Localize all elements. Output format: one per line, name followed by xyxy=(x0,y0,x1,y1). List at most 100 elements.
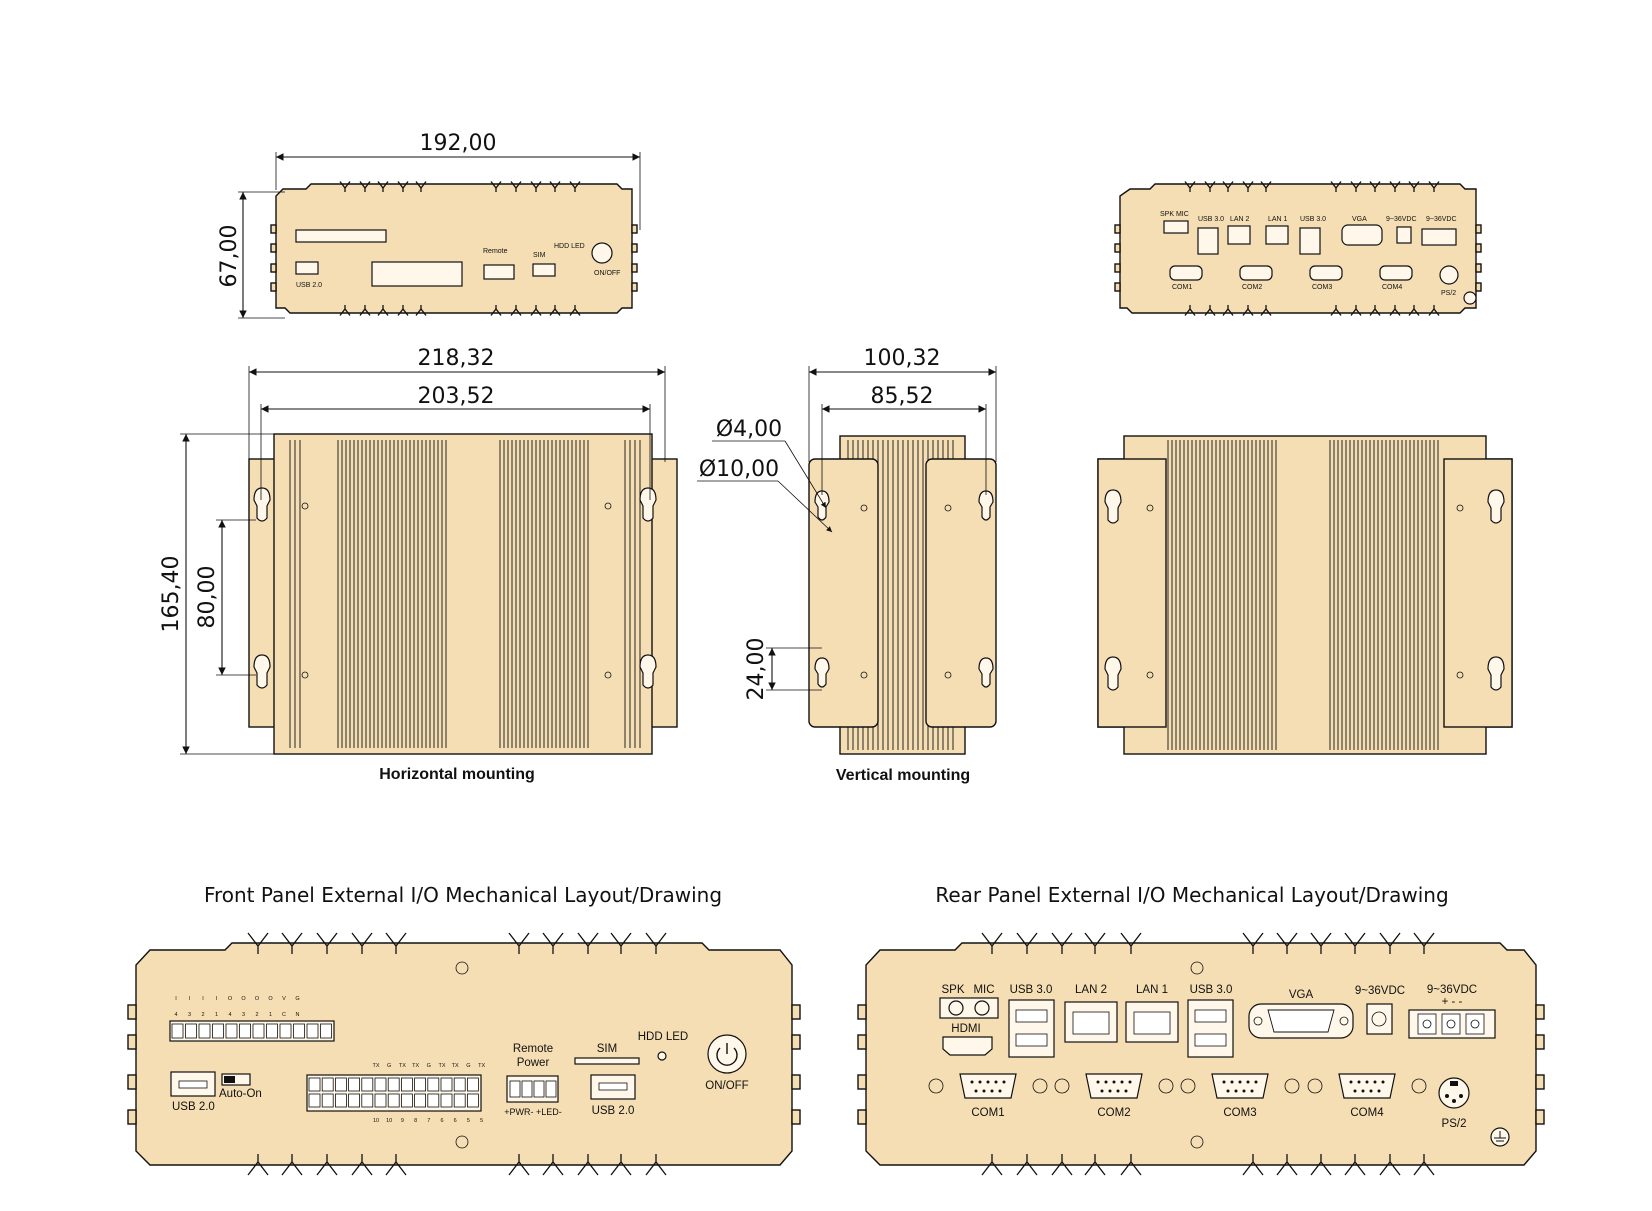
terminal-pin xyxy=(453,1077,466,1092)
heatsink-fin-tab xyxy=(281,932,303,954)
side-tab xyxy=(1475,224,1482,234)
terminal-pin xyxy=(1417,1013,1437,1035)
svg-text:ON/OFF: ON/OFF xyxy=(594,270,620,277)
lan1-label: LAN 1 xyxy=(1136,984,1168,996)
auto-on-switch[interactable] xyxy=(221,1073,251,1086)
svg-text:LAN 2: LAN 2 xyxy=(1230,216,1250,223)
heatsink-fin-tab xyxy=(610,1154,632,1176)
remote-terminal-small xyxy=(483,264,515,280)
heatsink-fin-tab xyxy=(508,1154,530,1176)
terminal-pin xyxy=(334,1077,347,1092)
side-tab xyxy=(857,1034,867,1050)
terminal-pin xyxy=(308,1093,321,1108)
heatsink-fin-tab xyxy=(1084,932,1106,954)
hdmi-port[interactable] xyxy=(942,1036,993,1056)
heatsink-fin-tab xyxy=(1276,1154,1298,1176)
heatsink-fin-tab xyxy=(415,305,427,316)
terminal-pin xyxy=(306,1023,319,1039)
mic-jack[interactable] xyxy=(974,1000,990,1016)
terminal-pin xyxy=(440,1093,453,1108)
heatsink-fin-tab xyxy=(1350,181,1362,192)
com-pin-label: TX xyxy=(412,1063,419,1069)
com1-small xyxy=(1169,265,1203,281)
terminal-pin xyxy=(308,1077,321,1092)
com2-port[interactable] xyxy=(1054,1073,1174,1099)
heatsink-fin-tab xyxy=(981,1154,1003,1176)
dio-pin-number: 3 xyxy=(188,1012,191,1018)
com-pin-number: 6 xyxy=(454,1118,457,1124)
terminal-pin xyxy=(212,1023,224,1039)
heatsink-fin-tab xyxy=(549,305,561,316)
com4-port[interactable] xyxy=(1307,1073,1427,1099)
heatsink-fin-tab xyxy=(542,932,564,954)
keyhole-slot xyxy=(1104,489,1122,524)
power-icon xyxy=(716,1047,738,1066)
sim-slot[interactable] xyxy=(574,1057,640,1065)
side-tab xyxy=(791,1004,801,1020)
heatsink-fin-tab xyxy=(577,1154,599,1176)
side-tab xyxy=(1535,1004,1545,1020)
com-pin-label: G xyxy=(387,1063,391,1069)
com-pin-label: TX xyxy=(399,1063,406,1069)
heatsink-fin-tab xyxy=(1276,932,1298,954)
heatsink-fin-tab xyxy=(385,1154,407,1176)
heatsink-fin-tab xyxy=(1428,305,1440,316)
vga-label: VGA xyxy=(1289,989,1314,1001)
side-tab xyxy=(1114,243,1121,253)
dc-term-polarity: + - - xyxy=(1442,996,1463,1008)
svg-text:COM1: COM1 xyxy=(1172,284,1192,291)
caption-horizontal: Horizontal mounting xyxy=(379,766,535,783)
dim-hole-small: Ø4,00 xyxy=(716,417,782,442)
usb2-port-left[interactable] xyxy=(170,1071,216,1097)
terminal-pin xyxy=(321,1093,334,1108)
heatsink-fin-tab xyxy=(1204,181,1216,192)
keyhole-slot xyxy=(639,654,657,689)
keyhole-slot xyxy=(639,487,657,522)
heatsink-fin-tab xyxy=(645,1154,667,1176)
sim-label: SIM xyxy=(597,1043,617,1055)
terminal-pin xyxy=(361,1093,374,1108)
terminal-pin xyxy=(374,1077,387,1092)
com-pin-number: 5 xyxy=(467,1118,470,1124)
front-view-small: USB 2.0 Remote SIM HDD LED ON/OFF xyxy=(270,181,638,316)
com3-small xyxy=(1309,265,1343,281)
com-terminal-small xyxy=(371,261,463,287)
heatsink-fin-tab xyxy=(1184,181,1196,192)
dim-side-total: 100,32 xyxy=(864,346,941,371)
remote-label-2: Power xyxy=(517,1057,550,1069)
svg-text:Remote: Remote xyxy=(483,248,508,255)
spk-jack[interactable] xyxy=(948,1000,964,1016)
com3-port[interactable] xyxy=(1180,1073,1300,1099)
screw-hole xyxy=(455,961,469,975)
dio-pin-label: I xyxy=(202,996,204,1002)
terminal-pin xyxy=(414,1093,427,1108)
terminal-pin xyxy=(321,1077,334,1092)
heatsink-fin-tab xyxy=(1051,1154,1073,1176)
heatsink-fin-tab xyxy=(1310,932,1332,954)
terminal-pin xyxy=(400,1093,413,1108)
dc-jack[interactable] xyxy=(1366,1003,1393,1035)
rear-panel-title: Rear Panel External I/O Mechanical Layou… xyxy=(935,883,1448,907)
usb3-port-a[interactable] xyxy=(1008,999,1055,1058)
vga-small xyxy=(1341,224,1383,246)
ps2-port[interactable] xyxy=(1438,1077,1470,1109)
com-pin-label: TX xyxy=(372,1063,379,1069)
heatsink-fin-tab xyxy=(377,181,389,192)
usb3-port-b[interactable] xyxy=(1187,999,1234,1058)
svg-text:HDD LED: HDD LED xyxy=(554,243,585,250)
svg-text:USB 2.0: USB 2.0 xyxy=(296,282,322,289)
side-tab xyxy=(127,1074,137,1090)
terminal-pin xyxy=(185,1023,197,1039)
com-pin-number: 5 xyxy=(480,1118,483,1124)
heatsink-fin-tab xyxy=(397,305,409,316)
heatsink-fin-tab xyxy=(1242,932,1264,954)
dio-pin-number: 4 xyxy=(174,1012,177,1018)
svg-text:9~36VDC: 9~36VDC xyxy=(1426,216,1457,223)
com1-port[interactable] xyxy=(928,1073,1048,1099)
heatsink-fin-tab xyxy=(377,305,389,316)
heatsink-fin-tab xyxy=(542,1154,564,1176)
dio-pin-label: O xyxy=(255,996,260,1002)
heatsink-fin-tab xyxy=(1330,305,1342,316)
bracket-right xyxy=(925,458,997,728)
terminal-pin xyxy=(440,1077,453,1092)
